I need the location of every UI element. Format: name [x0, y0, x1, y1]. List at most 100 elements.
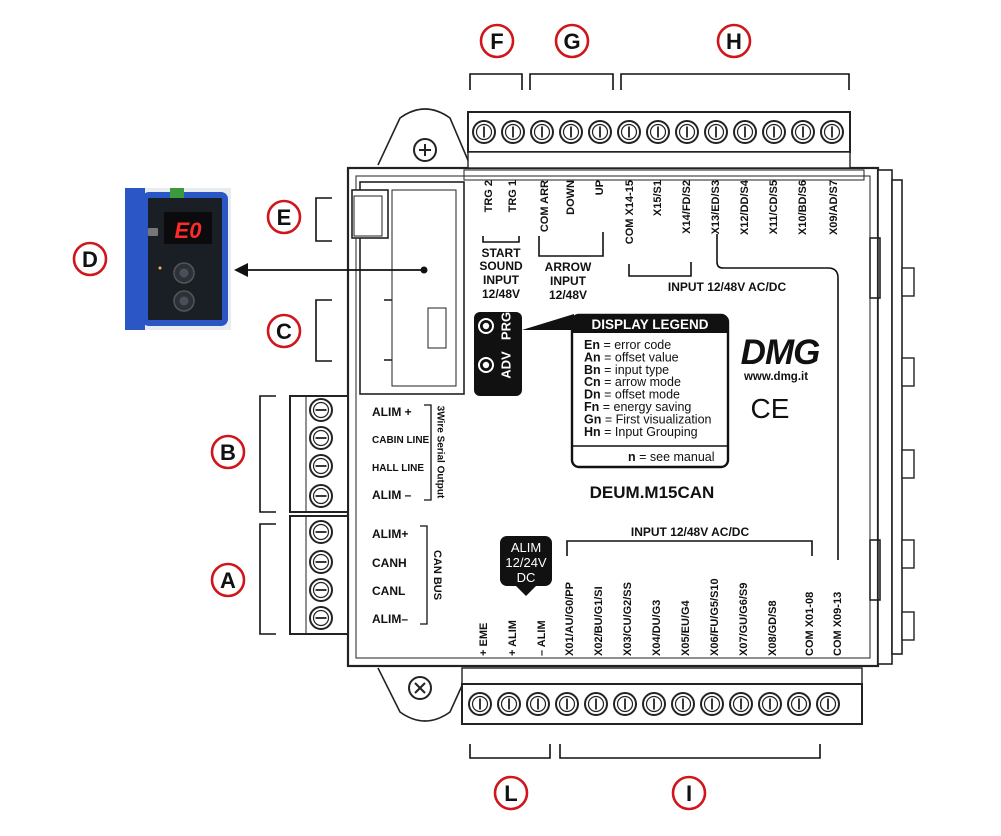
- top-terminal-block: [467, 111, 851, 169]
- power-line-1: ALIM: [511, 540, 541, 555]
- callout-g: G: [554, 23, 590, 59]
- callout-i: I: [671, 775, 707, 811]
- bottom-mount-screw: [408, 676, 432, 700]
- callout-d-arrow: [234, 263, 428, 277]
- legend-row: Fn = energy saving: [584, 400, 691, 414]
- adv-button[interactable]: [478, 357, 494, 373]
- serial-labels: ALIM + CABIN LINE HALL LINE ALIM – 3Wire…: [372, 405, 446, 502]
- legend-row: Gn = First visualization: [584, 412, 712, 426]
- top-group-wires: [482, 232, 839, 560]
- callout-l-label: L: [504, 781, 517, 806]
- callout-i-label: I: [686, 781, 692, 806]
- callout-d-label: D: [82, 247, 98, 272]
- can-labels: ALIM+ CANH CANL ALIM– CAN BUS: [372, 527, 443, 626]
- legend-row: Bn = input type: [584, 363, 669, 377]
- callout-b: B: [210, 434, 246, 470]
- callout-l: L: [493, 775, 529, 811]
- legend-code: Bn: [584, 363, 601, 377]
- callout-a: A: [210, 562, 246, 598]
- label-x07: X07/GU/G6/S9: [738, 583, 750, 656]
- legend-row: Dn = offset mode: [584, 388, 680, 402]
- ce-mark: CE: [751, 393, 790, 424]
- top-group-labels: START SOUND INPUT 12/48V ARROW INPUT 12/…: [479, 246, 786, 302]
- can-alim-plus: ALIM+: [372, 527, 408, 541]
- serial-title: 3Wire Serial Output: [435, 406, 446, 499]
- arrow-line-1: ARROW: [545, 260, 592, 274]
- label-com-x14-15: COM X14-15: [624, 180, 636, 244]
- callout-b-label: B: [220, 440, 236, 465]
- label-x14: X14/FD/S2: [681, 180, 693, 234]
- serial-cabin-line: CABIN LINE: [372, 435, 430, 446]
- top-terminal-labels: TRG 2 TRG 1 COM ARR DOWN UP COM X14-15 X…: [483, 179, 840, 244]
- label-x13: X13/ED/S3: [710, 180, 722, 234]
- legend-note: n = see manual: [628, 450, 715, 464]
- serial-alim-plus: ALIM +: [372, 405, 412, 419]
- display-photo: E0: [125, 188, 231, 330]
- can-canh: CANH: [372, 556, 407, 570]
- label-up: UP: [594, 180, 606, 195]
- legend-code: En: [584, 338, 600, 352]
- label-x02: X02/BU/G1/SI: [593, 586, 605, 656]
- arrow-line-2: INPUT: [550, 274, 587, 288]
- serial-alim-minus: ALIM –: [372, 488, 412, 502]
- dmg-logo-text: DMG: [741, 333, 820, 372]
- callout-h-label: H: [726, 29, 742, 54]
- legend-text: = First visualization: [601, 412, 711, 426]
- label-x03: X03/CU/G2/SS: [622, 582, 634, 656]
- legend-row: En = error code: [584, 338, 671, 352]
- callout-f: F: [479, 23, 515, 59]
- label-x10: X10/BD/S6: [797, 180, 809, 235]
- top-mount-screw: [413, 138, 437, 162]
- callout-e: E: [266, 199, 302, 235]
- callout-c: C: [266, 313, 302, 349]
- legend-text: = offset value: [601, 350, 679, 364]
- callout-g-label: G: [563, 29, 580, 54]
- legend-note-text: = see manual: [636, 450, 715, 464]
- input-bottom-label: INPUT 12/48V AC/DC: [631, 525, 750, 539]
- power-line-3: DC: [517, 570, 536, 585]
- serial-terminal-block: [289, 395, 349, 513]
- legend-row: Hn = Input Grouping: [584, 425, 698, 439]
- label-x04: X04/DU/G3: [651, 600, 663, 656]
- start-line-2: SOUND: [479, 259, 523, 273]
- legend-code: Dn: [584, 388, 601, 402]
- label-x08: X08/GD/S8: [767, 600, 779, 656]
- legend-text: = error code: [600, 338, 671, 352]
- label-x01: X01/AU/G0/PP: [564, 582, 576, 656]
- power-line-2: 12/24V: [505, 555, 547, 570]
- label-eme: + EME: [478, 623, 490, 656]
- callout-a-label: A: [220, 568, 236, 593]
- label-alim-minus: – ALIM: [536, 620, 548, 656]
- prg-label: PRG: [499, 312, 514, 340]
- label-alim-plus: + ALIM: [507, 620, 519, 656]
- label-down: DOWN: [565, 180, 577, 215]
- legend-code: Cn: [584, 375, 601, 389]
- legend-code: An: [584, 350, 601, 364]
- label-x15: X15/S1: [652, 180, 664, 216]
- legend-row: An = offset value: [584, 350, 679, 364]
- legend-code: Gn: [584, 412, 601, 426]
- callout-c-label: C: [276, 319, 292, 344]
- legend-code: Fn: [584, 400, 599, 414]
- legend-text: = arrow mode: [601, 375, 681, 389]
- can-terminal-block: [289, 515, 349, 635]
- label-x11: X11/CD/S5: [768, 180, 780, 234]
- can-alim-minus: ALIM–: [372, 612, 408, 626]
- label-x06: X06/FU/G5/S10: [709, 578, 721, 656]
- legend-note-code: n: [628, 450, 636, 464]
- callout-d: D: [72, 241, 108, 277]
- dmg-logo: DMG: [741, 333, 821, 372]
- legend-title: DISPLAY LEGEND: [591, 317, 708, 332]
- label-com-x09-13: COM X09-13: [832, 592, 844, 656]
- label-x05: X05/EU/G4: [680, 599, 692, 656]
- label-x12: X12/DD/S4: [739, 179, 751, 235]
- prg-button[interactable]: [478, 318, 494, 334]
- legend-code: Hn: [584, 425, 601, 439]
- serial-hall-line: HALL LINE: [372, 463, 424, 474]
- legend-text: = energy saving: [599, 400, 691, 414]
- power-badge: ALIM 12/24V DC: [500, 536, 552, 596]
- callout-brackets: [259, 73, 850, 759]
